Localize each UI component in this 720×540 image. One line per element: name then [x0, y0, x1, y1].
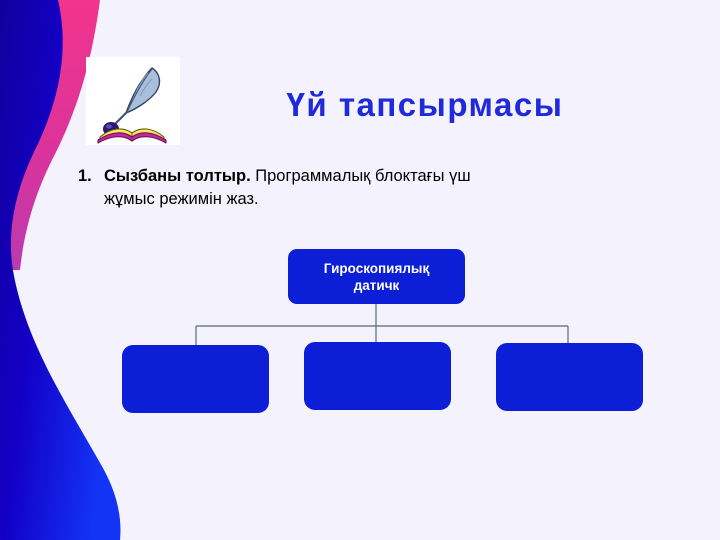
- org-node-child-3[interactable]: [496, 343, 643, 411]
- task-rest: Программалық блоктағы үш: [250, 167, 471, 185]
- org-node-root-line1: Гироскопиялық: [323, 260, 430, 276]
- task-first-line: 1. Сызбаны толтыр. Программалық блоктағы…: [78, 165, 684, 188]
- task-text-block: 1. Сызбаны толтыр. Программалық блоктағы…: [78, 165, 684, 211]
- task-number: 1.: [78, 167, 92, 185]
- org-node-child-1[interactable]: [122, 345, 269, 413]
- task-lead: Сызбаны толтыр.: [104, 167, 251, 185]
- slide-title: Үй тапсырмасы: [286, 86, 564, 123]
- org-node-root-line2: датичк: [353, 277, 400, 293]
- task-second-line: жұмыс режимін жаз.: [104, 190, 259, 208]
- org-node-root[interactable]: Гироскопиялық датичк: [288, 249, 465, 304]
- task-sentence: Сызбаны толтыр. Программалық блоктағы үш: [104, 165, 684, 188]
- quill-and-book-icon: [86, 57, 180, 145]
- org-node-root-label: Гироскопиялық датичк: [324, 260, 429, 294]
- org-node-child-2[interactable]: [304, 342, 451, 410]
